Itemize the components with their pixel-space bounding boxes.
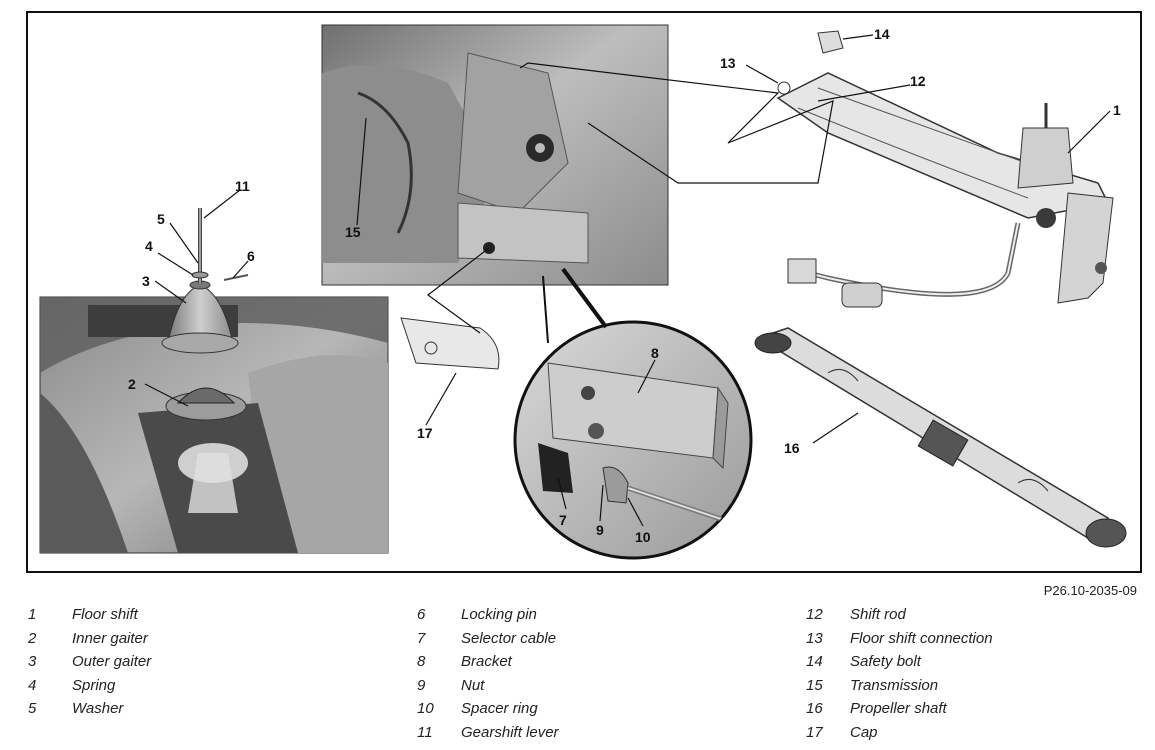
callout-1: 1 — [1113, 102, 1121, 118]
outer-gaiter — [161, 280, 239, 354]
shift-rod — [787, 222, 1021, 308]
figure-reference-code: P26.10-2035-09 — [1043, 583, 1137, 598]
cap — [400, 317, 500, 370]
transmission-photo — [321, 24, 669, 286]
leader-lines — [144, 34, 1111, 527]
callout-2: 2 — [128, 376, 136, 392]
callout-6: 6 — [247, 248, 255, 264]
callout-8: 8 — [651, 345, 659, 361]
diagram-frame: 1 2 3 4 5 6 7 8 9 10 11 12 13 14 15 16 1… — [26, 11, 1142, 573]
callout-11: 11 — [235, 178, 250, 194]
callout-9: 9 — [596, 522, 604, 538]
callout-7: 7 — [559, 512, 567, 528]
callout-12: 12 — [910, 73, 926, 89]
callout-4: 4 — [145, 238, 153, 254]
callout-3: 3 — [142, 273, 150, 289]
callout-14: 14 — [874, 26, 890, 42]
callout-16: 16 — [784, 440, 800, 456]
inner-gaiter — [165, 387, 247, 421]
callout-10: 10 — [635, 529, 651, 545]
callout-5: 5 — [157, 211, 165, 227]
magnified-detail — [513, 320, 753, 560]
callout-15: 15 — [345, 224, 361, 240]
callout-13: 13 — [720, 55, 736, 71]
gearshift-lever — [191, 208, 249, 283]
floor-shift-assembly — [776, 30, 1114, 304]
propeller-shaft — [754, 327, 1127, 548]
exploded-view-illustration: 1 2 3 4 5 6 7 8 9 10 11 12 13 14 15 16 1… — [39, 24, 1127, 560]
callout-17: 17 — [417, 425, 433, 441]
